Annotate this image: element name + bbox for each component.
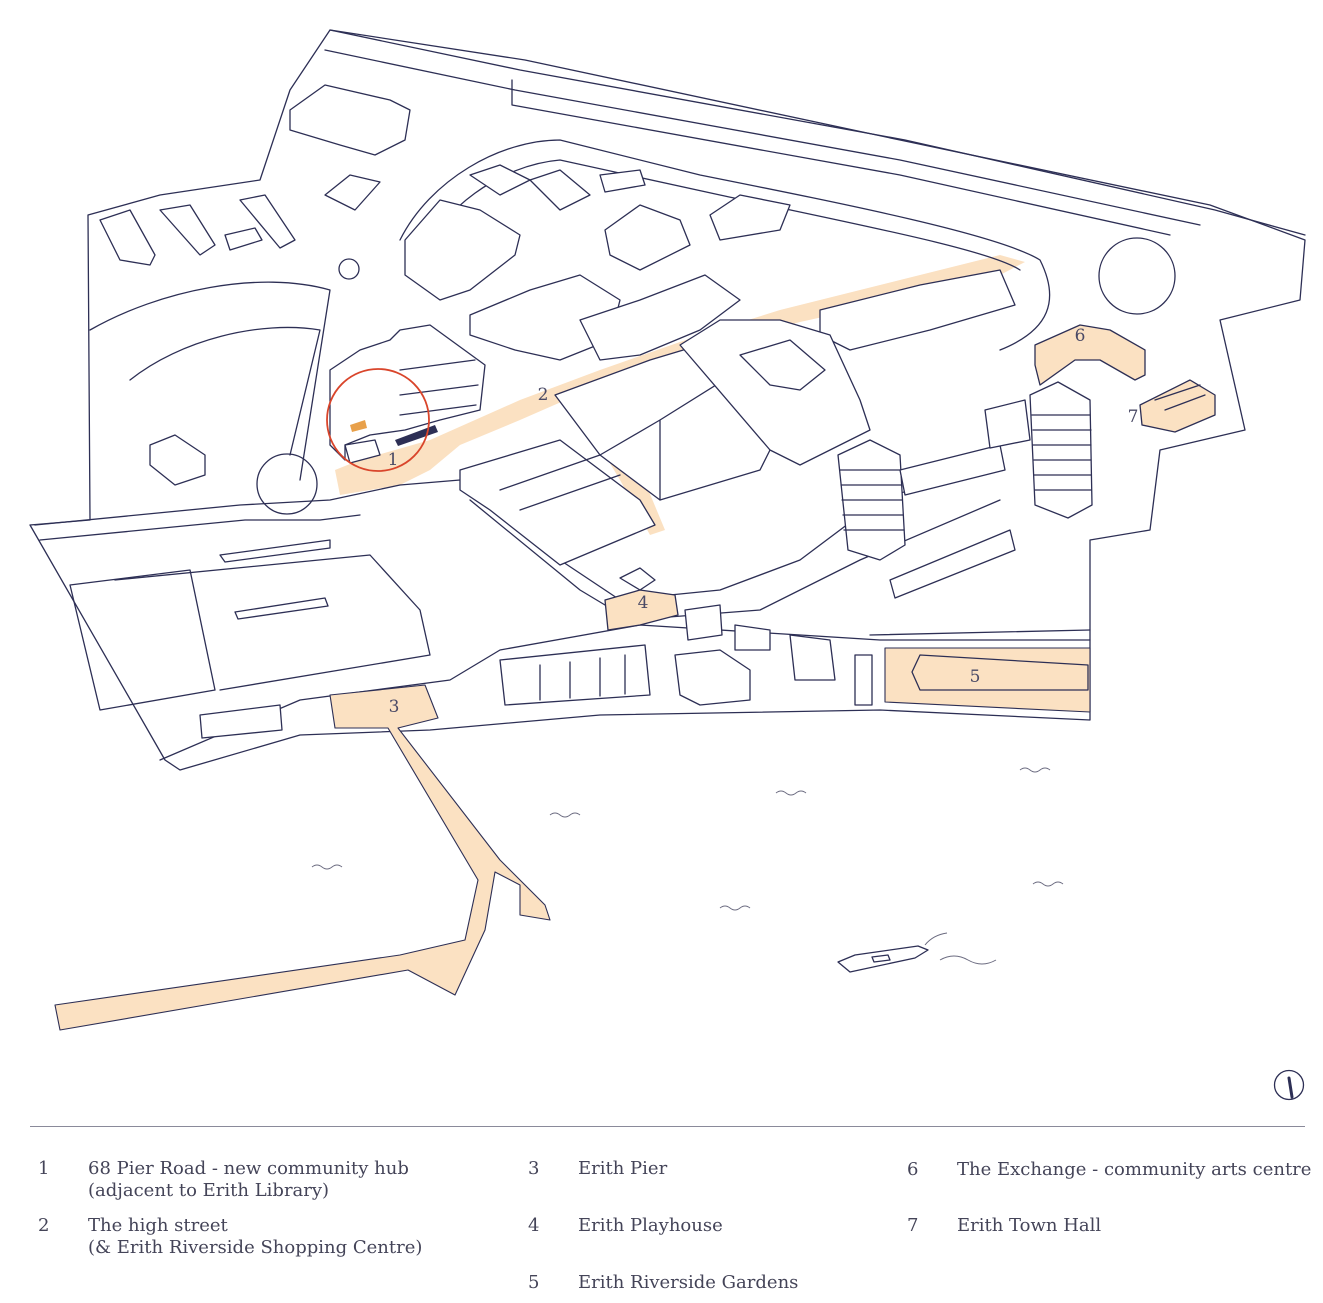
map-marker: 2 xyxy=(538,385,549,405)
legend-number: 6 xyxy=(907,1159,919,1180)
legend-number: 5 xyxy=(528,1272,540,1293)
site-boundary xyxy=(29,29,1306,771)
map-marker: 7 xyxy=(1128,407,1139,427)
erith-pier xyxy=(54,684,551,1031)
legend-sublabel: (adjacent to Erith Library) xyxy=(88,1180,330,1201)
tower-west xyxy=(837,439,906,561)
the-exchange xyxy=(1034,324,1146,386)
north-arrow-icon xyxy=(1273,1069,1305,1101)
map-marker: 3 xyxy=(389,697,400,717)
legend-label: 68 Pier Road - new community hub xyxy=(88,1158,409,1179)
site-map: 1 2 3 4 5 6 7 xyxy=(29,29,1306,1031)
building xyxy=(289,84,411,156)
legend-number: 7 xyxy=(907,1215,919,1236)
map-marker: 4 xyxy=(638,593,649,613)
legend-label: Erith Pier xyxy=(578,1158,668,1179)
legend-number: 3 xyxy=(528,1158,540,1179)
legend-label: Erith Riverside Gardens xyxy=(578,1272,799,1293)
legend-label: Erith Town Hall xyxy=(957,1215,1102,1236)
legend-divider xyxy=(30,1126,1305,1127)
map-marker: 5 xyxy=(970,667,981,687)
legend-label: The high street xyxy=(88,1215,228,1236)
roundabout-east xyxy=(1098,237,1176,315)
map-marker: 6 xyxy=(1075,326,1086,346)
tower-east xyxy=(1029,381,1093,519)
boat xyxy=(837,945,929,973)
roundabout-west xyxy=(256,453,318,515)
legend-label: Erith Playhouse xyxy=(578,1215,723,1236)
legend-sublabel: (& Erith Riverside Shopping Centre) xyxy=(88,1237,423,1258)
focus-circle xyxy=(326,368,430,472)
legend-number: 2 xyxy=(38,1215,50,1236)
legend-label: The Exchange - community arts centre xyxy=(957,1159,1312,1180)
legend-number: 4 xyxy=(528,1215,540,1236)
erith-riverside-gardens xyxy=(884,647,1091,713)
library-building xyxy=(329,324,486,461)
map-marker: 1 xyxy=(388,450,399,470)
legend-number: 1 xyxy=(38,1158,50,1179)
